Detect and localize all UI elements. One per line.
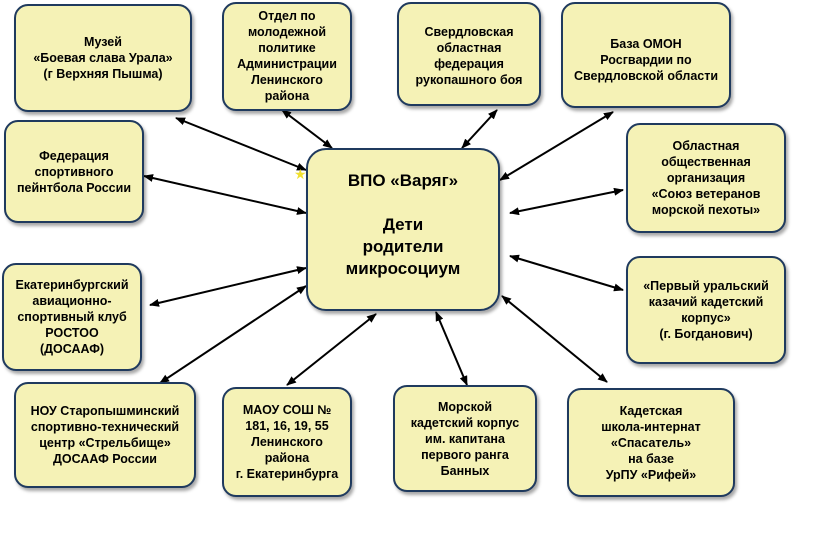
node-sverdlovsk-fed: Свердловская областная федерация рукопаш…: [397, 2, 541, 106]
node-paintball-fed-label: Федерация спортивного пейнтбола России: [16, 148, 132, 195]
node-aviation-club: Екатеринбургский авиационно- спортивный …: [2, 263, 142, 371]
arrow-omon: [499, 111, 614, 181]
center-node: ВПО «Варяг» Дети родители микросоциум: [306, 148, 500, 311]
node-schools: МАОУ СОШ № 181, 16, 19, 55 Ленинского ра…: [222, 387, 352, 497]
node-marines-union-label: Областная общественная организация «Союз…: [651, 139, 761, 217]
arrow-museum: [175, 117, 307, 171]
node-youth-dept-label: Отдел по молодежной политике Администрац…: [237, 9, 337, 103]
node-paintball-fed: Федерация спортивного пейнтбола России: [4, 120, 144, 223]
arrow-cadet-school: [501, 295, 608, 383]
node-schools-label: МАОУ СОШ № 181, 16, 19, 55 Ленинского ра…: [235, 403, 339, 481]
arrow-paintball-fed: [143, 174, 307, 215]
arrow-shooting-center: [159, 285, 307, 384]
node-cossack-corps: «Первый уральский казачий кадетский корп…: [626, 256, 786, 364]
node-cadet-school-label: Кадетская школа-интернат «Спасатель» на …: [601, 403, 701, 482]
arrow-aviation-club: [149, 266, 307, 307]
arrow-sverdlovsk-fed: [461, 109, 498, 149]
node-museum: Музей «Боевая слава Урала» (г Верхняя Пы…: [14, 4, 192, 112]
node-naval-corps: Морской кадетский корпус им. капитана пе…: [393, 385, 537, 492]
arrow-youth-dept: [281, 109, 333, 149]
arrow-cossack-corps: [509, 254, 624, 292]
node-sverdlovsk-fed-label: Свердловская областная федерация рукопаш…: [415, 25, 523, 87]
node-shooting-center-label: НОУ Старопышминский спортивно-технически…: [30, 404, 180, 466]
node-cossack-corps-label: «Первый уральский казачий кадетский корп…: [643, 279, 769, 341]
node-aviation-club-label: Екатеринбургский авиационно- спортивный …: [15, 278, 129, 356]
arrow-naval-corps: [435, 311, 468, 386]
node-museum-label: Музей «Боевая слава Урала» (г Верхняя Пы…: [33, 35, 173, 81]
node-omon: База ОМОН Росгвардии по Свердловской обл…: [561, 2, 731, 108]
node-cadet-school: Кадетская школа-интернат «Спасатель» на …: [567, 388, 735, 497]
node-youth-dept: Отдел по молодежной политике Администрац…: [222, 2, 352, 111]
star-icon: ★: [294, 166, 307, 182]
center-node-label: ВПО «Варяг» Дети родители микросоциум: [345, 171, 461, 278]
node-naval-corps-label: Морской кадетский корпус им. капитана пе…: [410, 399, 520, 478]
arrow-marines-union: [509, 187, 624, 216]
node-shooting-center: НОУ Старопышминский спортивно-технически…: [14, 382, 196, 488]
node-omon-label: База ОМОН Росгвардии по Свердловской обл…: [573, 37, 719, 83]
node-marines-union: Областная общественная организация «Союз…: [626, 123, 786, 233]
arrow-schools: [286, 313, 377, 386]
